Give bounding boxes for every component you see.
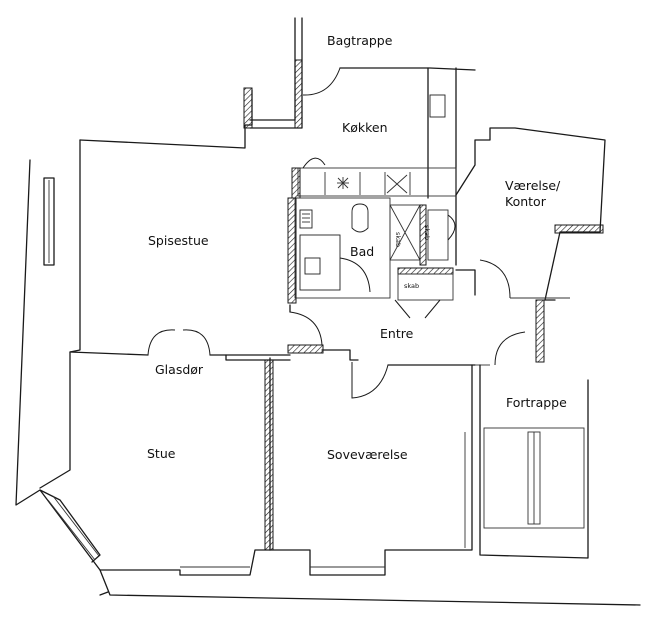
room-label-stue: Stue [147, 446, 176, 461]
room-label-sovevaerelse: Soveværelse [327, 447, 408, 462]
room-label-glasdor: Glasdør [155, 362, 204, 377]
fortrappe-walls [479, 364, 589, 559]
room-label-fortrappe: Fortrappe [506, 395, 567, 410]
room-label-vaerelse-line2: Kontor [505, 194, 546, 209]
room-label-bagtrappe: Bagtrappe [327, 33, 393, 48]
room-label-kokken: Køkken [342, 120, 388, 135]
fixture-label-skab-2: skab [423, 225, 431, 241]
sovevaerelse-walls [269, 364, 473, 576]
kitchen-walls [291, 67, 457, 266]
fixture-label-skab-3: skab [394, 232, 402, 248]
fixture-label-skab-1: skab [404, 282, 420, 290]
room-label-entre: Entre [380, 326, 414, 341]
bagtrappe-walls [243, 17, 476, 129]
vaerelse-walls [455, 127, 606, 301]
bathroom-walls [287, 197, 456, 319]
room-label-vaerelse-line1: Værelse/ [505, 178, 561, 193]
room-label-bad: Bad [350, 244, 375, 259]
room-label-spisestue: Spisestue [148, 233, 209, 248]
stove-icon [337, 177, 349, 189]
stue-walls [99, 549, 271, 576]
interior-walls [69, 299, 545, 551]
